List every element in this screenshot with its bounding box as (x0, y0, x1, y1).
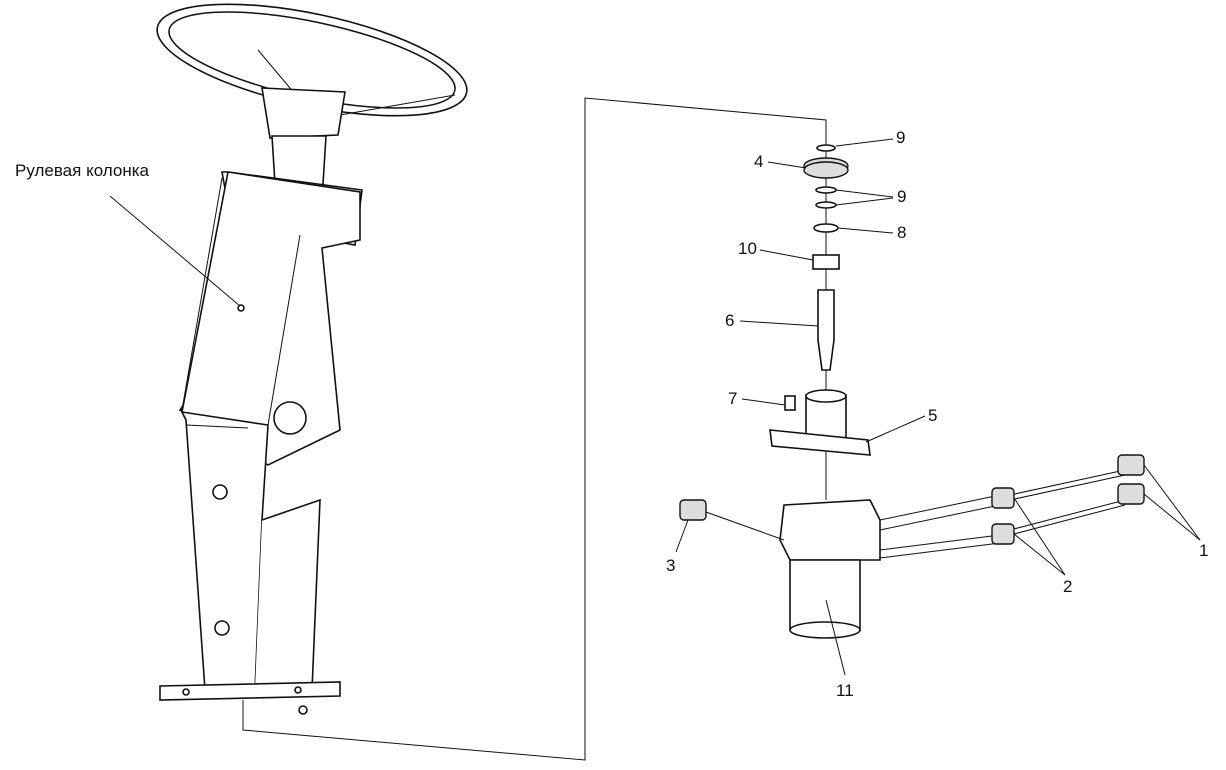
callout-6: 6 (725, 311, 734, 330)
assembly-connection-line (242, 97, 827, 761)
callout-5: 5 (928, 406, 937, 425)
exploded-parts-drawing (679, 144, 1145, 639)
callout-1: 1 (1199, 541, 1208, 560)
steering-column-leader (109, 195, 241, 307)
callout-2: 2 (1063, 577, 1072, 596)
callout-11: 11 (836, 681, 854, 700)
callout-9-top: 9 (896, 128, 905, 147)
callouts: 9 4 9 8 10 6 7 5 3 2 1 11 (666, 128, 1208, 700)
callout-9-pair: 9 (897, 187, 906, 206)
steering-column-drawing (156, 3, 468, 715)
callout-10: 10 (738, 239, 757, 258)
steering-column-label: Рулевая колонка (15, 161, 150, 180)
callout-8: 8 (897, 223, 906, 242)
callout-3: 3 (666, 556, 675, 575)
callout-4: 4 (754, 152, 763, 171)
callout-7: 7 (728, 389, 737, 408)
